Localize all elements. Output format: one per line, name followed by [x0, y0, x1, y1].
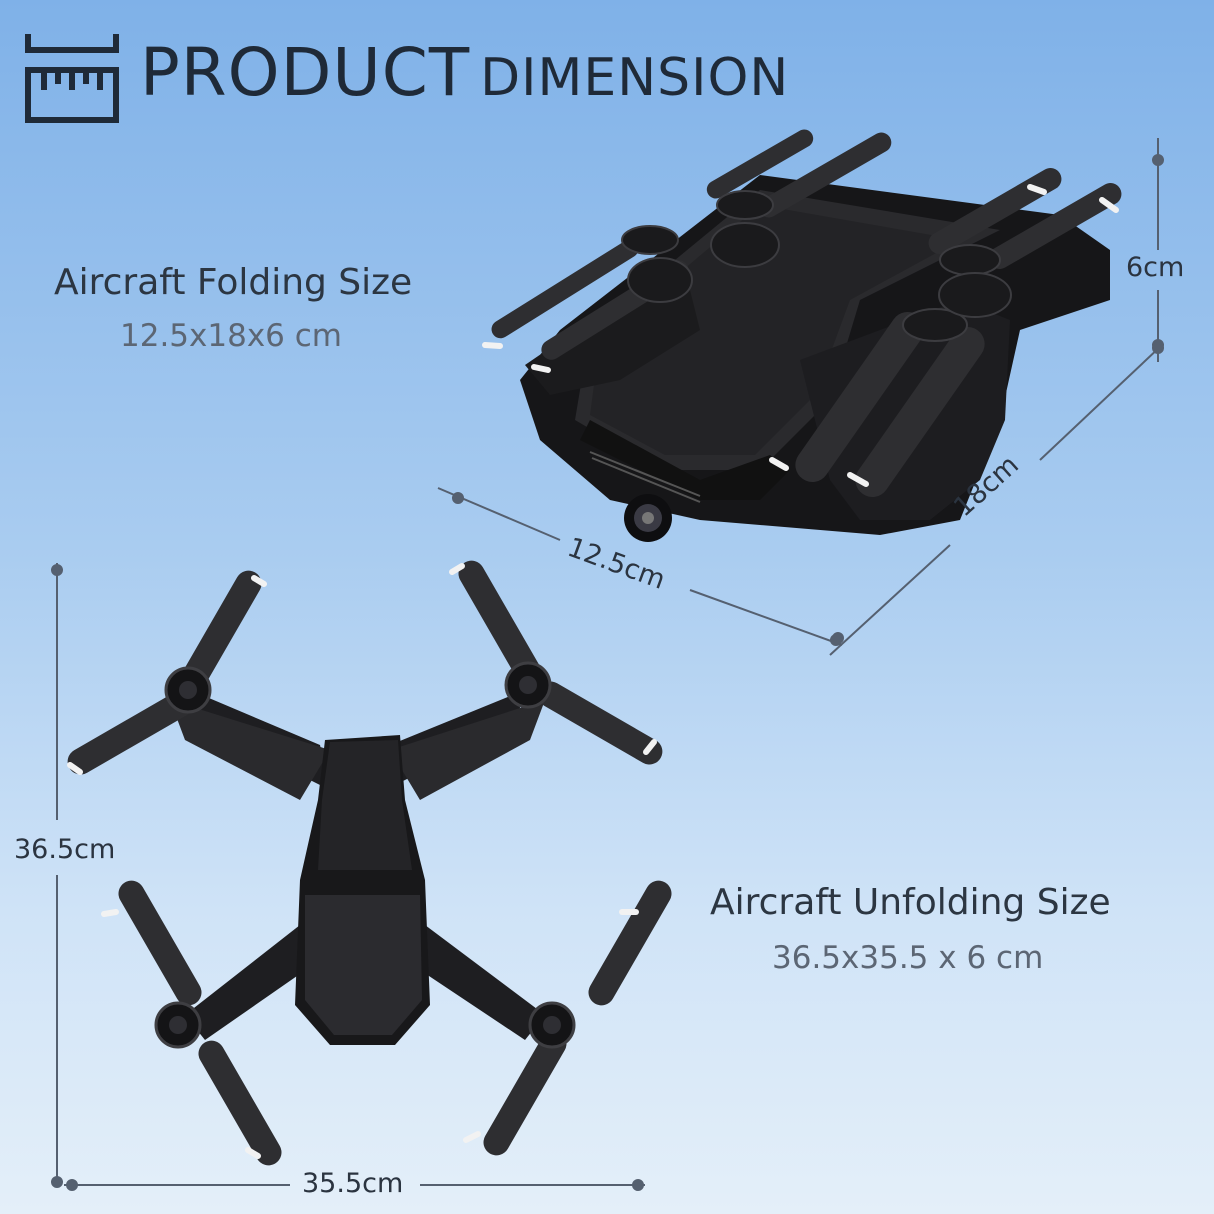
folding-size-value: 12.5x18x6 cm [120, 318, 342, 354]
page-title-light: DIMENSION [480, 48, 790, 108]
folding-size-title: Aircraft Folding Size [54, 262, 413, 303]
folded-drone [482, 129, 1122, 542]
unfolding-size-title: Aircraft Unfolding Size [710, 882, 1111, 923]
folded-width-dimension [437, 487, 843, 646]
folded-height-label: 6cm [1126, 252, 1185, 283]
unfolded-width-label: 35.5cm [302, 1168, 404, 1199]
ruler-box-icon [25, 34, 119, 123]
unfolded-height-dimension [51, 563, 63, 1188]
unfolded-drone [67, 560, 672, 1166]
unfolded-height-label: 36.5cm [14, 834, 116, 865]
unfolded-width-dimension [64, 1179, 645, 1191]
unfolding-size-value: 36.5x35.5 x 6 cm [772, 940, 1044, 976]
page-title-bold: PRODUCT [140, 34, 471, 111]
